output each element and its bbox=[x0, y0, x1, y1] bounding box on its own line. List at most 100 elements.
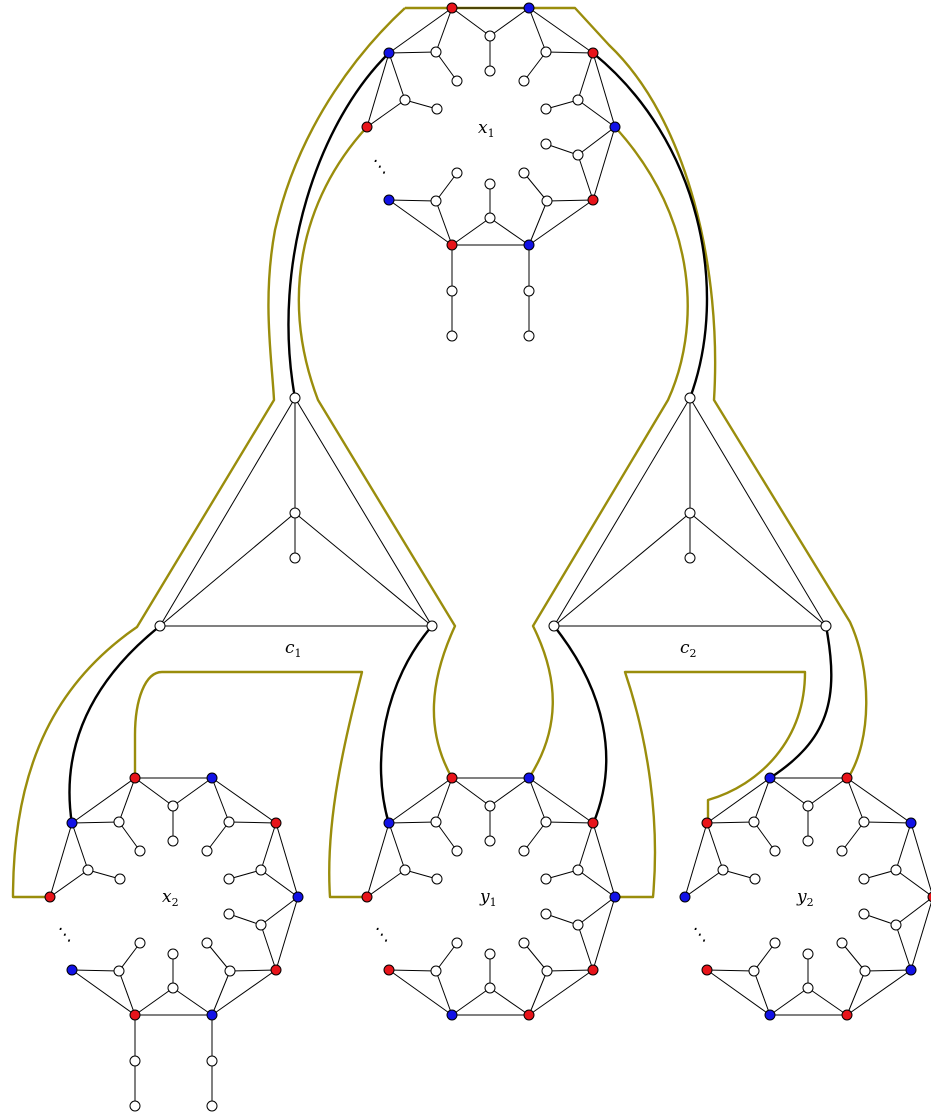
white-node bbox=[129, 1100, 141, 1112]
gadget-y1-node bbox=[484, 982, 496, 994]
label-y2: y2 bbox=[796, 887, 814, 909]
gadget-y2-edge bbox=[753, 970, 771, 1016]
label-layer: x1 x2 y1 y2 c1 c2 ⋱ ⋱ ⋱ ⋱ bbox=[55, 118, 814, 945]
gadget-y2-edge bbox=[863, 869, 897, 880]
gadget-x1-node bbox=[383, 47, 395, 59]
white-node bbox=[206, 1100, 218, 1112]
gadget-y1-edge bbox=[545, 821, 594, 824]
gadget-x2-edge bbox=[228, 869, 262, 880]
clause-c1-node bbox=[426, 620, 438, 632]
gadget-y2-node bbox=[905, 817, 917, 829]
label-y1: y1 bbox=[479, 887, 497, 909]
gadget-y2-node bbox=[841, 772, 853, 784]
gadget-x2-edge bbox=[211, 969, 277, 1016]
gadget-y2-node bbox=[769, 845, 781, 857]
gadget-y1-node bbox=[540, 873, 552, 885]
gadget-y1-edge bbox=[523, 821, 547, 852]
gadget-y2-edge bbox=[706, 822, 724, 871]
gadget-y2-edge bbox=[807, 777, 848, 807]
gadget-x1-edge bbox=[577, 99, 616, 128]
gadget-y2-edge bbox=[706, 969, 755, 972]
gadget-x1-node bbox=[587, 47, 599, 59]
ellipsis-y2: ⋱ bbox=[690, 925, 707, 945]
gadget-y2-edge bbox=[895, 869, 931, 897]
gadget-y2-edge bbox=[753, 942, 776, 972]
gadget-y1-edge bbox=[592, 896, 616, 971]
gadget-x1-node bbox=[587, 194, 599, 206]
gadget-x1-edge bbox=[528, 7, 594, 54]
gadget-y1-edge bbox=[404, 869, 438, 880]
gadget-y2-edge bbox=[895, 822, 912, 871]
gadget-x1-edge bbox=[577, 52, 594, 101]
ellipsis-y1: ⋱ bbox=[372, 925, 389, 945]
gadget-y1-edge bbox=[435, 970, 453, 1016]
gadget-y2-edge bbox=[895, 897, 931, 926]
gadget-x2-edge bbox=[71, 969, 136, 1016]
gadget-x2-node bbox=[292, 891, 304, 903]
gadget-y1-node bbox=[431, 873, 443, 885]
gadget-x1-edge bbox=[523, 172, 548, 202]
gadget-y2-edge bbox=[863, 913, 897, 926]
gadget-y2-edge bbox=[722, 869, 756, 880]
gadget-x2-node bbox=[167, 948, 179, 960]
olive-path-outer-left bbox=[11, 7, 406, 899]
gadget-x1-node bbox=[518, 75, 530, 87]
gadget-x2-edge bbox=[118, 970, 136, 1016]
gadget-y2-edge bbox=[846, 970, 866, 1016]
gadget-y1-edge bbox=[451, 777, 491, 807]
gadget-x1-edge bbox=[435, 51, 458, 82]
gadget-y1-node bbox=[451, 937, 463, 949]
thick-edge-c2-y2 bbox=[769, 625, 833, 780]
gadget-x1-edge bbox=[388, 199, 453, 246]
gadget-y2-edge bbox=[846, 777, 912, 824]
gadget-y1-edge bbox=[528, 970, 548, 1016]
gadget-y1-edge bbox=[523, 942, 548, 972]
gadget-x2-edge bbox=[260, 869, 299, 898]
gadget-x1-node bbox=[572, 94, 584, 106]
gadget-y2-node bbox=[905, 964, 917, 976]
gadget-y1-edge bbox=[528, 969, 594, 1016]
gadget-y1-edge bbox=[489, 777, 530, 807]
clause-c2-edge bbox=[553, 397, 691, 627]
gadget-y2-edge bbox=[863, 821, 912, 824]
gadget-x2-edge bbox=[275, 896, 299, 971]
gadget-x1-node bbox=[431, 103, 443, 115]
gadget-y2-node bbox=[679, 891, 691, 903]
gadget-y2-edge bbox=[684, 822, 708, 898]
clause-c2-edge bbox=[553, 512, 691, 627]
thick-edge-c1-y1 bbox=[379, 625, 433, 825]
gadget-y1-edge bbox=[592, 822, 616, 898]
gadget-y1-edge bbox=[366, 822, 390, 898]
gadget-y1-node bbox=[383, 964, 395, 976]
gadget-y2-edge bbox=[706, 969, 771, 1016]
gadget-y1-edge bbox=[577, 822, 594, 871]
gadget-x1-node bbox=[451, 75, 463, 87]
gadget-x1-edge bbox=[435, 7, 453, 53]
gadget-x2-edge bbox=[71, 969, 120, 972]
clause-c1-node bbox=[289, 507, 301, 519]
gadget-x2-edge bbox=[260, 896, 299, 926]
gadget-y1-node bbox=[523, 1009, 535, 1021]
gadget-y1-edge bbox=[577, 924, 594, 971]
gadget-y1-node bbox=[399, 864, 411, 876]
gadget-x2-edge bbox=[118, 777, 136, 823]
gadget-y2-node bbox=[836, 937, 848, 949]
gadget-x2-node bbox=[270, 817, 282, 829]
gadget-x1-edge bbox=[489, 7, 530, 37]
gadget-x2-node bbox=[113, 816, 125, 828]
white-node bbox=[446, 330, 458, 342]
gadget-x1-edge bbox=[577, 154, 594, 201]
clause-c2-edge bbox=[689, 512, 827, 627]
gadget-y1-node bbox=[430, 816, 442, 828]
label-c1: c1 bbox=[285, 638, 302, 660]
gadget-y2-node bbox=[802, 800, 814, 812]
gadget-y1-edge bbox=[545, 913, 579, 926]
gadget-y2-node bbox=[748, 816, 760, 828]
olive-path-outer-right bbox=[405, 6, 868, 779]
gadget-y1-edge bbox=[388, 969, 437, 972]
gadget-x2-node bbox=[224, 965, 236, 977]
ellipsis-x2: ⋱ bbox=[55, 925, 72, 945]
clause-c1-edge bbox=[159, 512, 296, 627]
gadget-x1-node bbox=[484, 65, 496, 77]
gadget-y1-node bbox=[523, 772, 535, 784]
